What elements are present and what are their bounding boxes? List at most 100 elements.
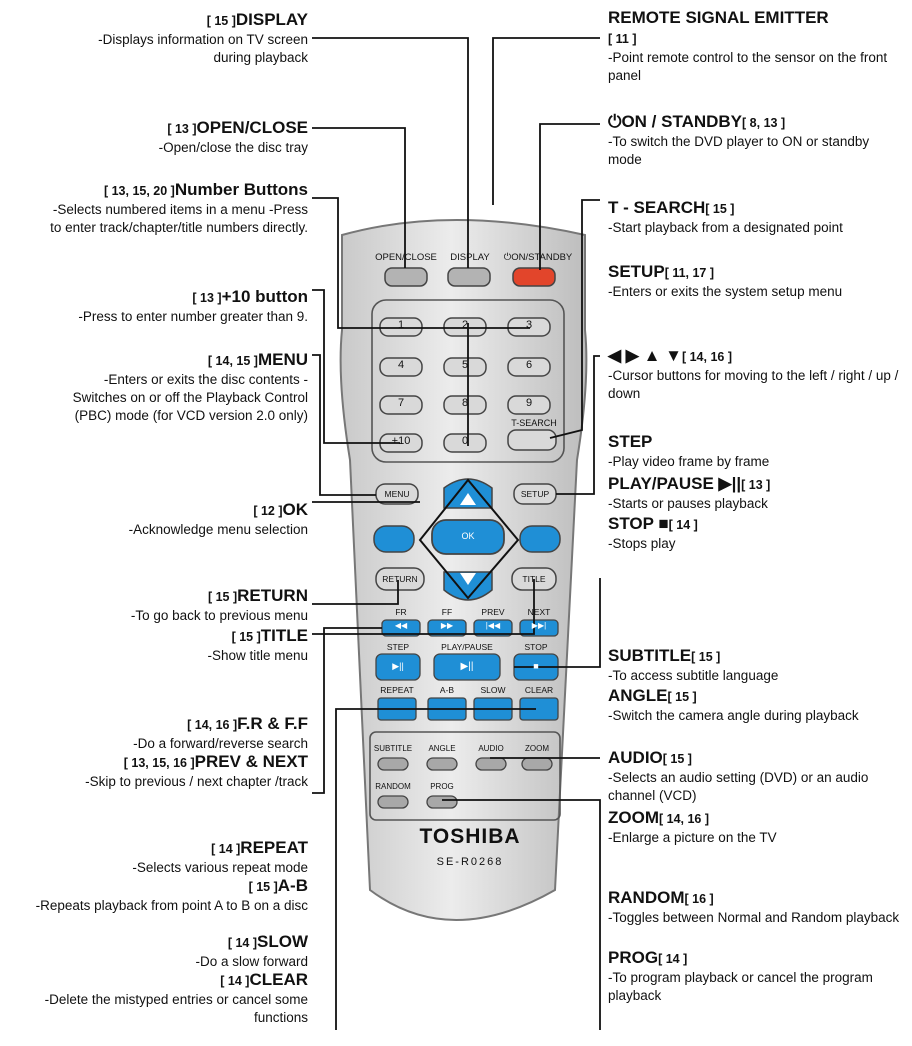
- callout-display: [ 15 ]DISPLAY -Displays information on T…: [98, 10, 308, 65]
- remote-body: [339, 219, 588, 921]
- fr-icon[interactable]: ◀◀: [394, 621, 408, 630]
- callout-open-close: [ 13 ]OPEN/CLOSE -Open/close the disc tr…: [158, 118, 308, 155]
- plus10-label[interactable]: +10: [391, 435, 411, 447]
- number-9-label[interactable]: 9: [525, 397, 533, 409]
- open-close-label: OPEN/CLOSE: [375, 252, 437, 263]
- title-label[interactable]: TITLE: [522, 574, 546, 584]
- callout-title: [ 15 ]TITLE -Show title menu: [207, 626, 308, 663]
- leader-lines: [312, 37, 601, 1030]
- ff-icon[interactable]: ▶▶: [440, 621, 454, 630]
- ok-label[interactable]: OK: [461, 531, 475, 541]
- callout-slow: [ 14 ]SLOW -Do a slow forward: [195, 932, 308, 969]
- audio-label: AUDIO: [478, 744, 504, 753]
- callout-step: STEP -Play video frame by frame: [608, 432, 770, 469]
- slow-label: SLOW: [480, 685, 506, 695]
- play-pause-icon[interactable]: ▶||: [460, 661, 474, 672]
- ok-button: [431, 519, 505, 555]
- callout-plus10: [ 13 ]+10 button -Press to enter number …: [78, 287, 308, 324]
- number-8-label[interactable]: 8: [461, 397, 469, 409]
- callout-angle: ANGLE[ 15 ] -Switch the camera angle dur…: [608, 686, 859, 723]
- callout-subtitle: SUBTITLE[ 15 ] -To access subtitle langu…: [608, 646, 779, 683]
- next-label: NEXT: [527, 607, 551, 617]
- prev-icon[interactable]: |◀◀: [485, 621, 501, 630]
- angle-label: ANGLE: [428, 744, 456, 753]
- prog-label: PROG: [430, 782, 454, 791]
- stop-icon[interactable]: ■: [533, 661, 539, 671]
- callout-zoom: ZOOM[ 14, 16 ] -Enlarge a picture on the…: [608, 808, 777, 845]
- number-buttons: [379, 317, 557, 453]
- stop-label: STOP: [524, 642, 548, 652]
- brand-logo: TOSHIBA: [419, 825, 521, 848]
- ff-button: [427, 619, 467, 637]
- callout-stop: STOP ■[ 14 ] -Stops play: [608, 514, 698, 551]
- callout-tsearch: T - SEARCH[ 15 ] -Start playback from a …: [608, 198, 843, 235]
- number-5-label[interactable]: 5: [461, 359, 469, 371]
- display-button: [447, 267, 491, 287]
- zoom-button: [521, 757, 553, 771]
- callout-setup: SETUP[ 11, 17 ] -Enters or exits the sys…: [608, 262, 843, 299]
- callout-cursor: ◀ ▶ ▲ ▼[ 14, 16 ] -Cursor buttons for mo…: [608, 346, 899, 401]
- callout-prog: PROG[ 14 ] -To program playback or cance…: [608, 948, 873, 1003]
- repeat-label: REPEAT: [380, 685, 414, 695]
- audio-button: [475, 757, 507, 771]
- menu-button: [375, 483, 419, 505]
- prev-button: [473, 619, 513, 637]
- random-button: [377, 795, 409, 809]
- step-icon[interactable]: ▶||: [392, 661, 404, 671]
- setup-label[interactable]: SETUP: [520, 489, 550, 499]
- return-label[interactable]: RETURN: [382, 574, 418, 584]
- tsearch-label[interactable]: T-SEARCH: [511, 418, 557, 428]
- next-button: [519, 619, 559, 637]
- callout-audio: AUDIO[ 15 ] -Selects an audio setting (D…: [608, 748, 869, 803]
- callout-ab: [ 15 ]A-B -Repeats playback from point A…: [35, 876, 308, 913]
- next-icon[interactable]: ▶▶|: [531, 621, 547, 630]
- callout-play-pause: PLAY/PAUSE ▶||[ 13 ] -Starts or pauses p…: [608, 474, 771, 511]
- model-number: SE-R0268: [436, 856, 504, 868]
- step-label: STEP: [386, 642, 410, 652]
- fr-label: FR: [395, 607, 407, 617]
- callout-clear: [ 14 ]CLEAR -Delete the mistyped entries…: [44, 970, 308, 1025]
- number-6-label[interactable]: 6: [525, 359, 533, 371]
- zoom-label: ZOOM: [525, 744, 549, 753]
- display-label: DISPLAY: [450, 252, 490, 263]
- ab-label: A-B: [439, 685, 455, 695]
- number-3-label[interactable]: 3: [525, 319, 533, 331]
- callout-repeat: [ 14 ]REPEAT -Selects various repeat mod…: [132, 838, 308, 875]
- callout-random: RANDOM[ 16 ] -Toggles between Normal and…: [608, 888, 900, 925]
- callout-fr-ff: [ 14, 16 ]F.R & F.F -Do a forward/revers…: [133, 714, 308, 751]
- open-close-button: [384, 267, 428, 287]
- left-button: [373, 525, 415, 553]
- callout-menu: [ 14, 15 ]MENU -Enters or exits the disc…: [72, 350, 308, 423]
- numpad-panel: [371, 299, 565, 463]
- random-label: RANDOM: [375, 782, 411, 791]
- subtitle-button: [377, 757, 409, 771]
- number-2-label[interactable]: 2: [461, 319, 469, 331]
- prog-button: [426, 795, 458, 809]
- right-button: [519, 525, 561, 553]
- play-pause-button: [433, 653, 501, 681]
- down-button: [443, 571, 493, 601]
- play-pause-label: PLAY/PAUSE: [441, 642, 493, 652]
- clear-label: CLEAR: [524, 685, 554, 695]
- callout-ok: [ 12 ]OK -Acknowledge menu selection: [128, 500, 308, 537]
- number-1-label[interactable]: 1: [397, 319, 405, 331]
- prev-label: PREV: [481, 607, 505, 617]
- number-4-label[interactable]: 4: [397, 359, 405, 371]
- ff-label: FF: [441, 607, 453, 617]
- step-button: [375, 653, 421, 681]
- standby-button: [512, 267, 556, 287]
- callout-return: [ 15 ]RETURN -To go back to previous men…: [130, 586, 308, 623]
- angle-button: [426, 757, 458, 771]
- standby-label: ⏻ON/STANDBY: [503, 252, 573, 263]
- number-7-label[interactable]: 7: [397, 397, 405, 409]
- number-0-label[interactable]: 0: [461, 435, 469, 447]
- callout-number-buttons: [ 13, 15, 20 ]Number Buttons -Selects nu…: [50, 180, 308, 235]
- callout-prev-next: [ 13, 15, 16 ]PREV & NEXT -Skip to previ…: [85, 752, 308, 789]
- subtitle-label: SUBTITLE: [373, 744, 413, 753]
- callout-standby: ⏻ON / STANDBY[ 8, 13 ] -To switch the DV…: [608, 112, 870, 167]
- menu-label[interactable]: MENU: [384, 489, 410, 499]
- lower-panel: [369, 731, 561, 821]
- return-button: [375, 567, 425, 591]
- callout-remote-signal: REMOTE SIGNAL EMITTER[ 11 ] -Point remot…: [608, 8, 888, 83]
